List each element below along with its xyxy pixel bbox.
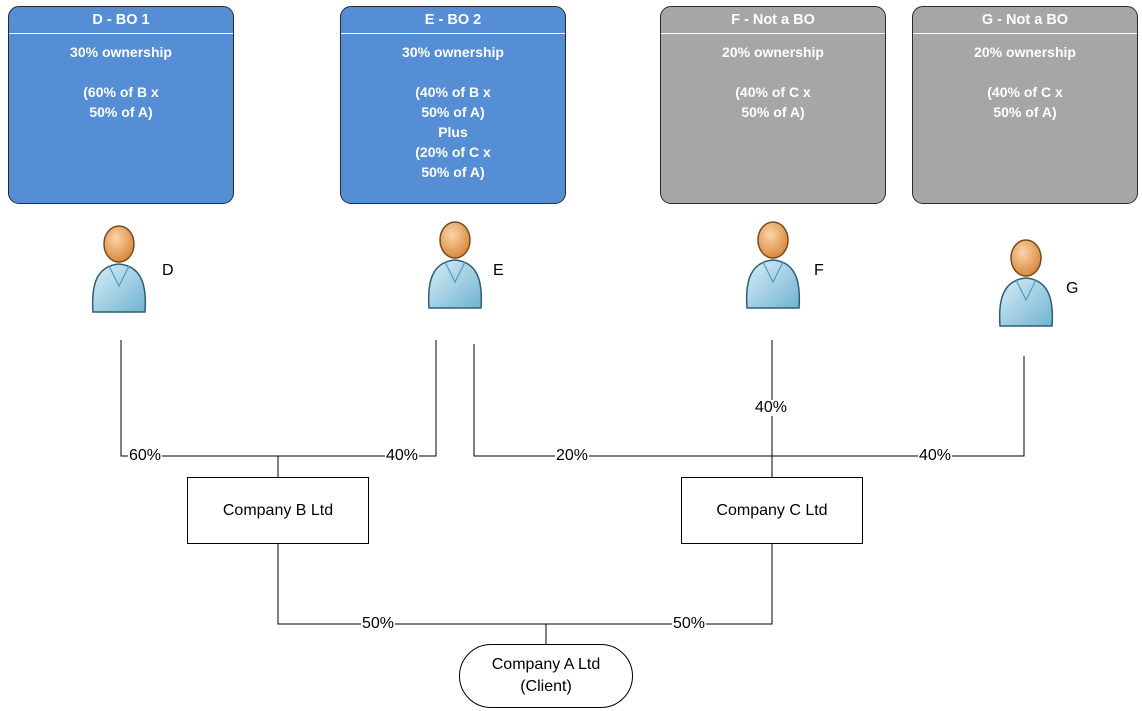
company-a-sublabel: (Client) <box>520 678 572 695</box>
card-g-line: 50% of A) <box>993 104 1057 120</box>
line-e-to-b <box>278 340 437 457</box>
card-e-line: 50% of A) <box>421 164 485 180</box>
card-g-ownership: 20% ownership <box>974 44 1076 60</box>
pct-g-to-c: 40% <box>918 447 953 464</box>
card-e-title: E - BO 2 <box>341 7 565 34</box>
card-g-title: G - Not a BO <box>913 7 1137 34</box>
card-d-title: D - BO 1 <box>9 7 233 34</box>
card-f-line: (40% of C x <box>735 84 811 100</box>
person-icon <box>427 221 483 309</box>
line-b-to-a <box>277 544 546 625</box>
pct-c-to-a: 50% <box>672 615 707 632</box>
card-d: D - BO 1 30% ownership (60% of B x 50% o… <box>8 6 234 204</box>
person-label-f: F <box>814 262 824 279</box>
card-g-line: (40% of C x <box>987 84 1063 100</box>
card-e-ownership: 30% ownership <box>402 44 504 60</box>
card-f: F - Not a BO 20% ownership (40% of C x 5… <box>660 6 886 204</box>
company-a-client: Company A Ltd (Client) <box>459 644 633 708</box>
person-label-e: E <box>493 262 504 279</box>
card-e-line: Plus <box>438 124 468 140</box>
person-icon <box>998 239 1054 327</box>
card-d-line: (60% of B x <box>83 84 159 100</box>
company-c-label: Company C Ltd <box>716 501 828 519</box>
card-e-line: 50% of A) <box>421 104 485 120</box>
person-icon <box>91 225 147 313</box>
line-c-to-a <box>546 544 773 625</box>
card-g: G - Not a BO 20% ownership (40% of C x 5… <box>912 6 1138 204</box>
pct-e-to-c: 20% <box>555 447 590 464</box>
line-e-to-c <box>473 344 772 457</box>
person-icon <box>745 221 801 309</box>
company-b-box: Company B Ltd <box>187 477 369 544</box>
card-e-line: (40% of B x <box>415 84 491 100</box>
pct-e-to-b: 40% <box>385 447 420 464</box>
card-f-ownership: 20% ownership <box>722 44 824 60</box>
company-c-box: Company C Ltd <box>681 477 863 544</box>
pct-f-to-c: 40% <box>754 399 789 416</box>
card-d-ownership: 30% ownership <box>70 44 172 60</box>
card-e: E - BO 2 30% ownership (40% of B x 50% o… <box>340 6 566 204</box>
company-b-label: Company B Ltd <box>222 501 334 519</box>
pct-d-to-b: 60% <box>128 447 163 464</box>
person-label-d: D <box>162 262 174 279</box>
line-d-to-b <box>120 340 278 457</box>
card-f-line: 50% of A) <box>741 104 805 120</box>
person-label-g: G <box>1066 280 1079 297</box>
card-e-line: (20% of C x <box>415 144 491 160</box>
card-d-line: 50% of A) <box>89 104 153 120</box>
line-g-to-c <box>772 356 1025 457</box>
company-a-label: Company A Ltd <box>491 656 601 673</box>
card-f-title: F - Not a BO <box>661 7 885 34</box>
pct-b-to-a: 50% <box>361 615 396 632</box>
